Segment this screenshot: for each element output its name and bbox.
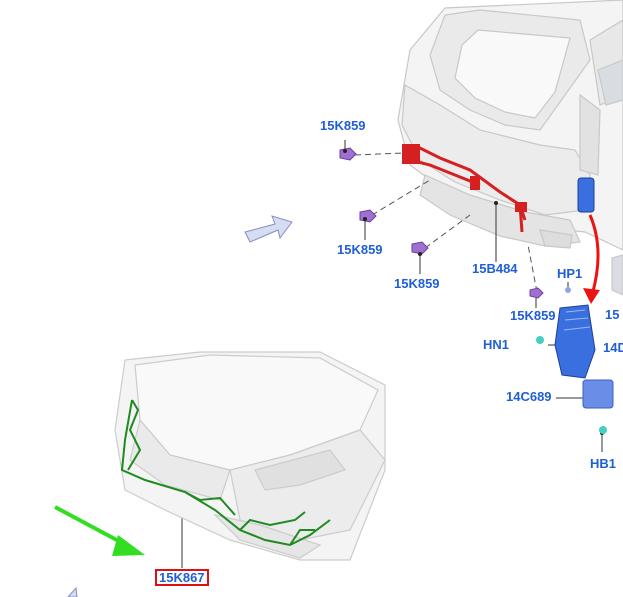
label-hp1: HP1 xyxy=(557,266,583,281)
front-wiring-harness xyxy=(120,399,331,547)
label-15k859-top: 15K859 xyxy=(320,118,366,133)
leader-lines xyxy=(354,152,538,293)
view-direction-arrow-icon xyxy=(244,215,293,243)
label-15k867-highlighted: 15K867 xyxy=(155,569,209,586)
rear-vehicle-body xyxy=(397,0,623,296)
label-15b484: 15B484 xyxy=(472,261,518,276)
label-14c689: 14C689 xyxy=(506,389,552,404)
front-vehicle-body xyxy=(114,351,386,561)
label-hb1: HB1 xyxy=(590,456,617,471)
label-15-edge: 15 xyxy=(605,307,620,322)
red-routing-arrow-icon xyxy=(583,214,600,304)
label-15k859-right: 15K859 xyxy=(510,308,556,323)
label-15k859-mid: 15K859 xyxy=(337,242,383,257)
rear-wiring-harness xyxy=(402,144,527,233)
label-hn1: HN1 xyxy=(483,337,510,352)
label-14d: 14D xyxy=(603,340,623,355)
partial-view-arrow-icon xyxy=(67,586,78,597)
green-pointer-arrow-icon xyxy=(54,505,145,556)
parking-aid-module xyxy=(536,287,614,434)
bumper-module xyxy=(577,177,595,213)
label-15k859-low: 15K859 xyxy=(394,276,440,291)
